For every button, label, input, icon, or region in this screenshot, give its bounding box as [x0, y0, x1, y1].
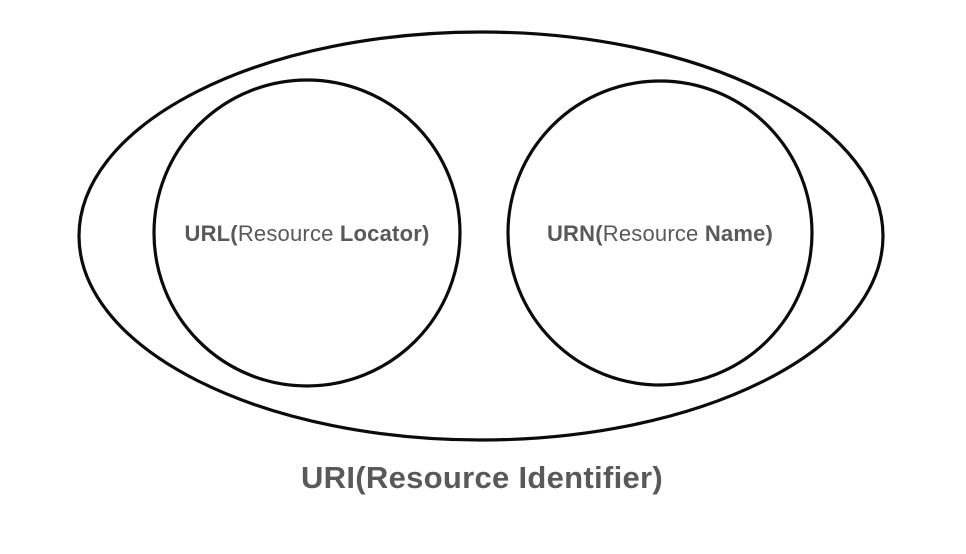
urn-label-suffix: Name) [704, 221, 774, 246]
url-label-prefix: URL( [184, 221, 238, 246]
url-circle [152, 78, 462, 388]
url-label-middle: Resource [237, 221, 340, 246]
uri-outer-ellipse [77, 30, 885, 442]
uri-caption: URI(Resource Identifier) [300, 460, 664, 495]
url-label-suffix: Locator) [339, 221, 430, 246]
urn-circle [506, 79, 814, 387]
url-label: URL(Resource Locator) [184, 221, 429, 247]
urn-label: URN(Resource Name) [547, 221, 773, 247]
urn-label-middle: Resource [602, 221, 705, 246]
urn-label-prefix: URN( [546, 221, 603, 246]
